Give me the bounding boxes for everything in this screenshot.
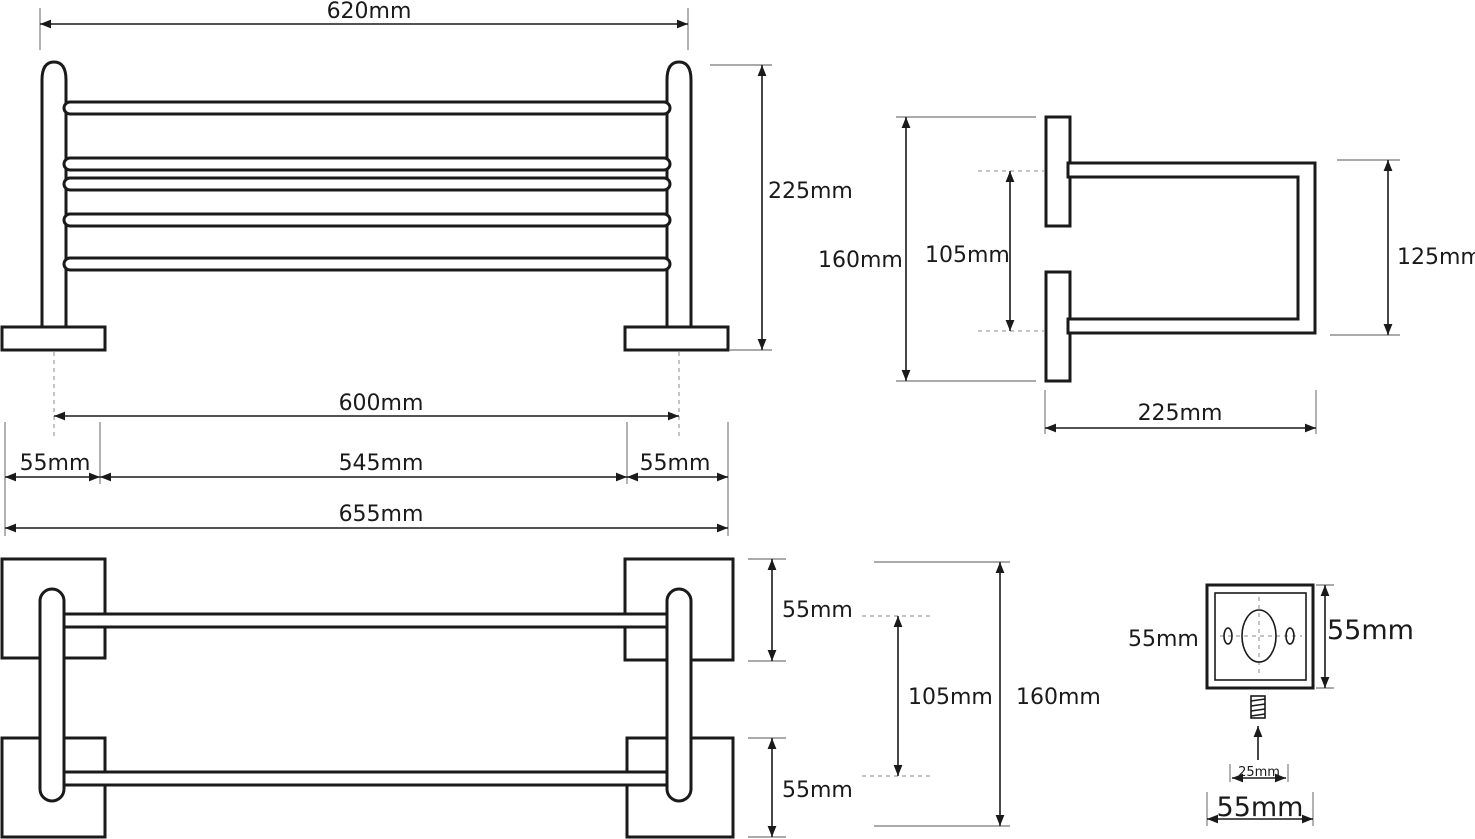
- dim-label-overall-width: 620mm: [327, 0, 412, 24]
- left-base: [0, 325, 107, 352]
- bar-2: [62, 156, 672, 172]
- dim-label-screw: 25mm: [1238, 765, 1280, 780]
- dim-label-side-height: 160mm: [818, 248, 903, 273]
- mount-plate-inner: [1214, 592, 1307, 681]
- dim-label-depth: 225mm: [1138, 401, 1223, 426]
- mount-screw-hole-right: [1285, 627, 1295, 645]
- dim-label-base-right: 55mm: [640, 451, 711, 476]
- dim-label-plate-height-left: 55mm: [1128, 627, 1199, 652]
- lower-wall-plate: [1044, 270, 1072, 383]
- right-base: [623, 325, 730, 352]
- bar-1: [62, 100, 672, 116]
- dim-label-base-left: 55mm: [20, 451, 91, 476]
- mount-plate-detail: 25mm 55mm 55mm 55mm: [1128, 583, 1414, 826]
- dim-label-total-width: 655mm: [339, 502, 424, 527]
- bar-4: [62, 212, 672, 228]
- dim-label-bracket-height: 125mm: [1397, 245, 1475, 270]
- left-post: [40, 60, 68, 328]
- top-right-post: [665, 587, 693, 803]
- top-view: 55mm 55mm 105mm 160mm: [0, 557, 1101, 839]
- side-view: 160mm 105mm 125mm 225mm: [818, 115, 1475, 434]
- mount-screw-hole-left: [1223, 627, 1233, 645]
- dim-label-inner-spacing: 105mm: [908, 685, 993, 710]
- bracket-arm: [1066, 161, 1317, 335]
- front-view: 620mm 225mm 600mm 55mm 545mm 55mm 655mm: [0, 0, 853, 536]
- dim-label-overall-top: 160mm: [1016, 685, 1101, 710]
- dim-label-post-spacing: 600mm: [339, 391, 424, 416]
- dim-label-bar-span: 545mm: [339, 451, 424, 476]
- dim-label-plate-height-right: 55mm: [1327, 615, 1414, 646]
- bar-3: [62, 176, 672, 192]
- bar-5: [62, 256, 672, 272]
- dim-label-plate-width: 55mm: [1217, 792, 1304, 823]
- upper-wall-plate: [1044, 115, 1072, 228]
- right-post: [665, 60, 693, 328]
- dim-label-plate-top: 55mm: [782, 598, 853, 623]
- top-bar-upper: [60, 612, 674, 629]
- dim-label-mount-spacing: 105mm: [925, 243, 1010, 268]
- dim-label-plate-bottom: 55mm: [782, 778, 853, 803]
- dim-label-height: 225mm: [768, 179, 853, 204]
- screw: [1250, 695, 1266, 719]
- top-left-post: [38, 587, 66, 803]
- top-bar-lower: [60, 770, 674, 787]
- mount-center-hole: [1241, 609, 1277, 663]
